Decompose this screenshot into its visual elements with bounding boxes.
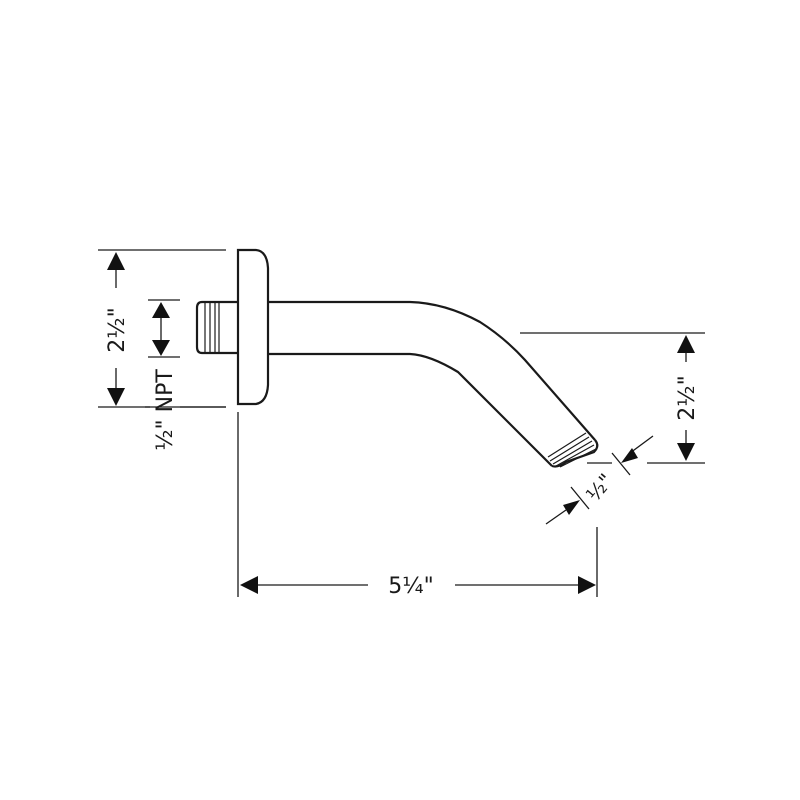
dimension-flange-height: 2½" — [98, 249, 226, 408]
label-outlet-drop: 2½" — [675, 375, 700, 420]
inlet-nipple — [195, 300, 238, 355]
shower-arm-pipe — [268, 300, 599, 468]
wall-flange — [236, 248, 270, 406]
dimension-inlet-thread: ½" NPT — [145, 299, 226, 451]
dimension-projection: 5¼" — [237, 412, 598, 599]
dimension-outlet-thread: ½" — [545, 435, 654, 525]
label-outlet-thread: ½" — [581, 469, 618, 506]
label-projection: 5¼" — [388, 574, 433, 599]
label-flange-height: 2½" — [105, 307, 130, 352]
dimension-outlet-drop: 2½" — [520, 332, 705, 464]
label-inlet-thread: ½" NPT — [153, 369, 178, 451]
